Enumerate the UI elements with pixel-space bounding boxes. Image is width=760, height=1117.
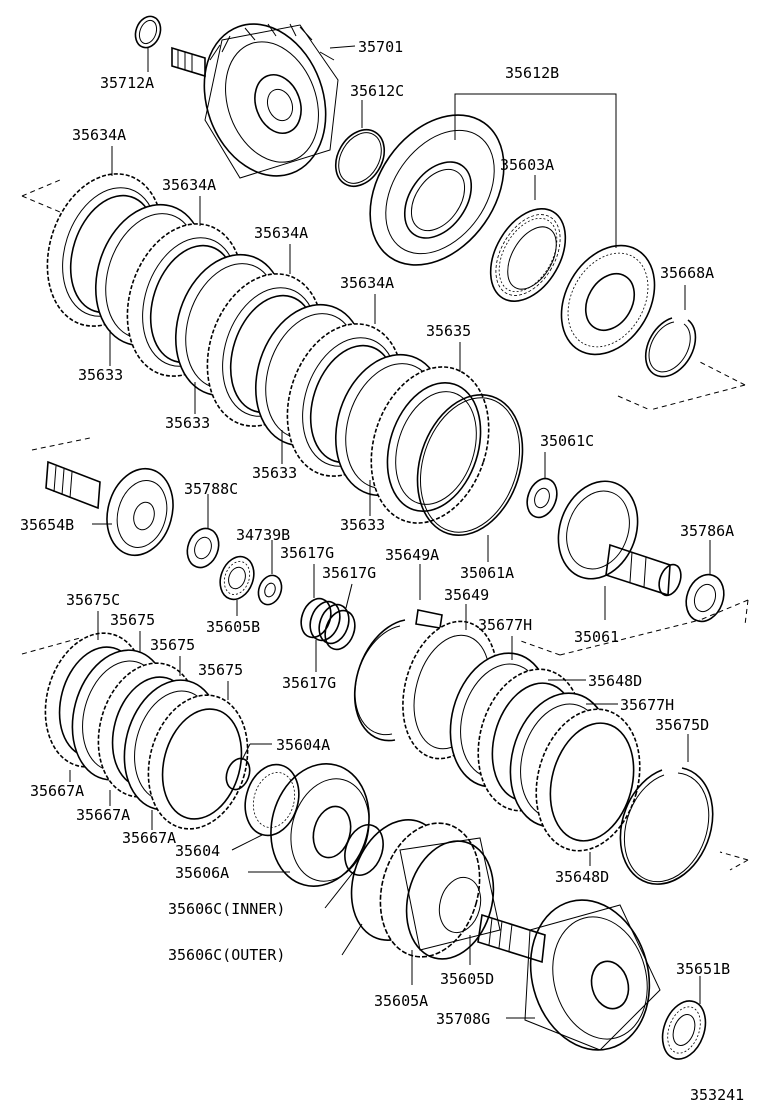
part-35712A-ring <box>134 15 162 49</box>
label-35701: 35701 <box>358 38 403 56</box>
label-35617G-3: 35617G <box>282 674 336 692</box>
label-35605B: 35605B <box>206 618 260 636</box>
label-35612B: 35612B <box>505 64 559 82</box>
label-35606A: 35606A <box>175 864 229 882</box>
label-35675C: 35675C <box>66 591 120 609</box>
part-35612C-oring <box>334 128 386 188</box>
part-35606A-piston <box>270 763 370 887</box>
label-35788C: 35788C <box>184 480 238 498</box>
label-35649A: 35649A <box>385 546 439 564</box>
label-35677H-1: 35677H <box>478 616 532 634</box>
label-35675-3: 35675 <box>198 661 243 679</box>
label-35633-2: 35633 <box>165 414 210 432</box>
label-35633-4: 35633 <box>340 516 385 534</box>
label-35651B: 35651B <box>676 960 730 978</box>
label-35617G-2: 35617G <box>322 564 376 582</box>
part-35604-bearing <box>244 763 300 837</box>
part-35605A-drum <box>379 822 501 960</box>
label-35603A: 35603A <box>500 156 554 174</box>
label-35667A-2: 35667A <box>76 806 130 824</box>
part-35603A-spring <box>489 208 567 302</box>
label-35667A-3: 35667A <box>122 829 176 847</box>
part-35786A-washer <box>685 573 725 623</box>
label-35606C-inner: 35606C(INNER) <box>168 900 285 918</box>
part-35649A-snapring <box>353 619 406 742</box>
part-35675D-snapring <box>619 767 714 885</box>
part-35668A-snapring <box>644 317 697 378</box>
label-35605A: 35605A <box>374 992 428 1010</box>
label-35675-2: 35675 <box>150 636 195 654</box>
label-35675-1: 35675 <box>110 611 155 629</box>
label-35677H-2: 35677H <box>620 696 674 714</box>
label-35634A-2: 35634A <box>162 176 216 194</box>
part-35604A-ring <box>225 757 251 791</box>
label-35648D-2: 35648D <box>555 868 609 886</box>
part-35061C-bearing <box>526 477 558 519</box>
label-34739B: 34739B <box>236 526 290 544</box>
part-35651B-bearing <box>661 1000 707 1060</box>
diagram-id: 353241 <box>690 1086 744 1104</box>
label-35668A: 35668A <box>660 264 714 282</box>
part-35617G-seals <box>300 597 356 651</box>
label-35635: 35635 <box>426 322 471 340</box>
label-35606C-outer: 35606C(OUTER) <box>168 946 285 964</box>
label-35605D: 35605D <box>440 970 494 988</box>
label-35617G-1: 35617G <box>280 544 334 562</box>
part-35606C-inner-seal <box>344 824 384 876</box>
label-35061C: 35061C <box>540 432 594 450</box>
part-35612B-piston <box>369 114 505 266</box>
label-35634A-3: 35634A <box>254 224 308 242</box>
part-35605B-bearing <box>219 555 255 601</box>
bracket-35612B <box>454 93 617 248</box>
label-35634A-4: 35634A <box>340 274 394 292</box>
part-35708G-drum <box>477 899 661 1051</box>
part-35061-shaft <box>557 480 682 597</box>
clutch-pack-upper <box>46 173 490 524</box>
part-35612B-retainer <box>560 244 656 356</box>
part-35701-drum <box>171 23 339 179</box>
label-35634A-1: 35634A <box>72 126 126 144</box>
label-35633-3: 35633 <box>252 464 297 482</box>
clutch-pack-right <box>449 652 641 852</box>
clutch-pack-lower-left <box>44 632 249 830</box>
label-35675D: 35675D <box>655 716 709 734</box>
label-35061: 35061 <box>574 628 619 646</box>
label-35649: 35649 <box>444 586 489 604</box>
label-35786A: 35786A <box>680 522 734 540</box>
label-35633-1: 35633 <box>78 366 123 384</box>
label-35061A: 35061A <box>460 564 514 582</box>
label-35612C: 35612C <box>350 82 404 100</box>
label-35708G: 35708G <box>436 1010 490 1028</box>
label-35654B: 35654B <box>20 516 74 534</box>
label-35604: 35604 <box>175 842 220 860</box>
part-34739B-washer <box>257 574 283 606</box>
part-35654B-shaft <box>45 460 174 557</box>
part-35061A-snapring <box>416 394 524 536</box>
label-35648D-1: 35648D <box>588 672 642 690</box>
label-35667A-1: 35667A <box>30 782 84 800</box>
label-35712A: 35712A <box>100 74 154 92</box>
part-35788C-washer <box>186 527 220 569</box>
label-35604A: 35604A <box>276 736 330 754</box>
